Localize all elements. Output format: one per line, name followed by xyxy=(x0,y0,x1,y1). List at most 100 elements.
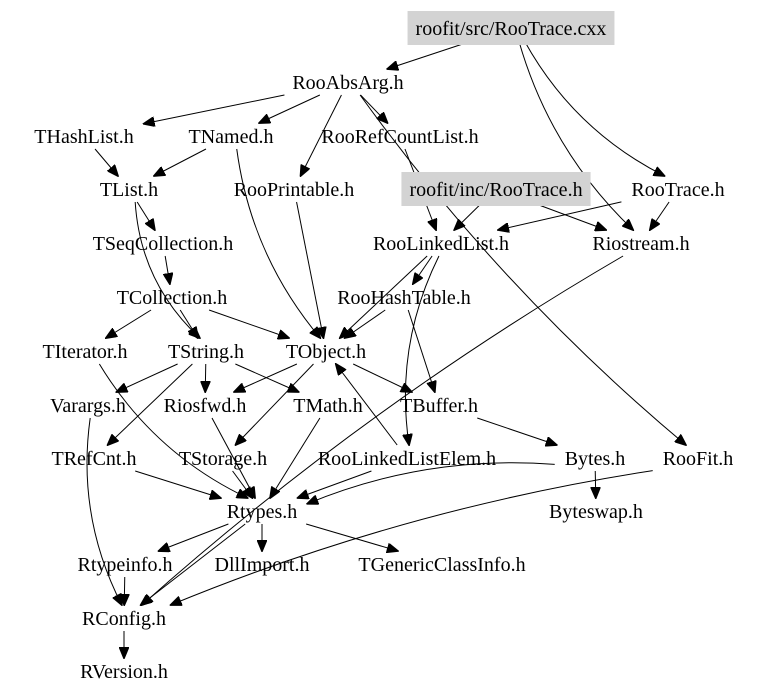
node-byteswap[interactable]: Byteswap.h xyxy=(549,501,643,523)
node-label: RooAbsArg.h xyxy=(292,72,403,94)
edge-roofit-to-rconfig xyxy=(171,470,653,605)
edge-rtypeinfo-to-rconfig xyxy=(124,576,125,605)
edge-tobject-to-riosfwd xyxy=(234,363,298,392)
node-label: roofit/src/RooTrace.cxx xyxy=(416,18,607,40)
edge-src-to-riostream xyxy=(518,40,633,230)
node-inc[interactable]: roofit/inc/RooTrace.h xyxy=(401,172,591,206)
node-label: TList.h xyxy=(100,179,158,201)
node-label: THashList.h xyxy=(34,126,133,148)
edge-roolinkedlistelem-to-rtypes xyxy=(298,470,372,498)
node-src[interactable]: roofit/src/RooTrace.cxx xyxy=(407,11,615,45)
edge-rtypes-to-rtypeinfo xyxy=(159,523,229,551)
edge-inc-to-roolinkedlist xyxy=(454,201,484,230)
node-tbuffer[interactable]: TBuffer.h xyxy=(400,395,478,417)
node-label: RooPrintable.h xyxy=(234,179,355,201)
edge-tmath-to-rtypes xyxy=(270,417,321,498)
node-label: RooLinkedListElem.h xyxy=(318,448,496,470)
node-bytes[interactable]: Bytes.h xyxy=(565,448,626,470)
node-varargs[interactable]: Varargs.h xyxy=(50,395,126,417)
node-label: Varargs.h xyxy=(50,395,126,417)
edge-rootraceh-to-riostream xyxy=(650,201,670,230)
node-roolinkedlist[interactable]: RooLinkedList.h xyxy=(373,233,509,255)
edge-tstorage-to-rtypes xyxy=(232,470,253,498)
node-label: RConfig.h xyxy=(82,608,166,630)
node-rversion[interactable]: RVersion.h xyxy=(80,661,168,683)
edge-tstring-to-varargs xyxy=(116,363,178,392)
node-label: RooTrace.h xyxy=(631,179,724,201)
node-tcollection[interactable]: TCollection.h xyxy=(117,287,228,309)
node-label: RooHashTable.h xyxy=(337,287,471,309)
edge-tcollection-to-tstring xyxy=(179,309,198,338)
node-label: TStorage.h xyxy=(179,448,267,470)
node-tgenericclassinfo[interactable]: TGenericClassInfo.h xyxy=(358,554,525,576)
edge-tcollection-to-titerator xyxy=(106,309,152,338)
edge-thashlist-to-tlist xyxy=(94,148,118,176)
edge-tcollection-to-tobject xyxy=(208,309,289,338)
edge-varargs-to-rconfig xyxy=(86,417,122,605)
edge-roolinkedlist-to-roohashtable xyxy=(413,255,433,284)
highlight-box xyxy=(407,11,615,45)
node-tstring[interactable]: TString.h xyxy=(168,341,244,363)
edge-trefcnt-to-rtypes xyxy=(135,470,221,498)
node-rooabsarg[interactable]: RooAbsArg.h xyxy=(292,72,403,94)
edge-rootraceh-to-roolinkedlist xyxy=(498,201,622,230)
node-tseqcollection[interactable]: TSeqCollection.h xyxy=(93,233,234,255)
node-rtypes[interactable]: Rtypes.h xyxy=(227,501,298,523)
edge-tnamed-to-tlist xyxy=(154,148,207,176)
edge-rooabsarg-to-tnamed xyxy=(259,94,321,123)
node-roolinkedlistelem[interactable]: RooLinkedListElem.h xyxy=(318,448,496,470)
node-label: DllImport.h xyxy=(215,554,310,576)
edge-tobject-to-tstorage xyxy=(236,363,314,445)
edge-tnamed-to-tobject xyxy=(236,148,321,338)
node-tstorage[interactable]: TStorage.h xyxy=(179,448,267,470)
node-label: RooRefCountList.h xyxy=(321,126,478,148)
node-label: TCollection.h xyxy=(117,287,228,309)
node-rootraceh[interactable]: RooTrace.h xyxy=(631,179,724,201)
edge-src-to-rootraceh xyxy=(524,40,664,176)
node-label: TBuffer.h xyxy=(400,395,478,417)
node-titerator[interactable]: TIterator.h xyxy=(43,341,128,363)
node-tlist[interactable]: TList.h xyxy=(100,179,158,201)
node-label: Riostream.h xyxy=(592,233,689,255)
edge-roolinkedlistelem-to-tobject xyxy=(336,364,398,446)
node-roofit[interactable]: RooFit.h xyxy=(663,448,734,470)
node-label: TObject.h xyxy=(286,341,366,363)
node-label: Byteswap.h xyxy=(549,501,643,523)
node-rconfig[interactable]: RConfig.h xyxy=(82,608,166,630)
node-tobject[interactable]: TObject.h xyxy=(286,341,366,363)
node-label: roofit/inc/RooTrace.h xyxy=(409,179,582,201)
edge-inc-to-riostream xyxy=(530,201,606,230)
edge-bytes-to-rtypes xyxy=(307,462,555,504)
edge-tstring-to-trefcnt xyxy=(108,363,193,445)
node-label: RooFit.h xyxy=(663,448,734,470)
node-trefcnt[interactable]: TRefCnt.h xyxy=(52,448,137,470)
edge-rooabsarg-to-roofit xyxy=(359,94,686,445)
edge-riostream-to-rconfig xyxy=(142,255,624,605)
edge-tlist-to-tstring xyxy=(134,201,200,338)
edge-roohashtable-to-tobject xyxy=(345,309,386,338)
edges-layer xyxy=(86,40,686,658)
node-dllimport[interactable]: DllImport.h xyxy=(215,554,310,576)
node-label: Riosfwd.h xyxy=(164,395,247,417)
node-riostream[interactable]: Riostream.h xyxy=(592,233,689,255)
node-tmath[interactable]: TMath.h xyxy=(293,395,362,417)
edge-tseqcollection-to-tcollection xyxy=(165,255,170,284)
node-rooprintable[interactable]: RooPrintable.h xyxy=(234,179,355,201)
node-label: Rtypes.h xyxy=(227,501,298,523)
node-thashlist[interactable]: THashList.h xyxy=(34,126,133,148)
node-label: RooLinkedList.h xyxy=(373,233,509,255)
edge-rooabsarg-to-rooprintable xyxy=(301,94,342,176)
node-label: TMath.h xyxy=(293,395,362,417)
node-label: TIterator.h xyxy=(43,341,128,363)
edge-rooprintable-to-tobject xyxy=(296,201,324,338)
node-tnamed[interactable]: TNamed.h xyxy=(189,126,274,148)
node-label: TGenericClassInfo.h xyxy=(358,554,525,576)
node-roohashtable[interactable]: RooHashTable.h xyxy=(337,287,471,309)
node-riosfwd[interactable]: Riosfwd.h xyxy=(164,395,247,417)
node-rtypeinfo[interactable]: Rtypeinfo.h xyxy=(78,554,173,576)
node-roorefcountlist[interactable]: RooRefCountList.h xyxy=(321,126,478,148)
edge-rtypes-to-rconfig xyxy=(141,523,246,605)
node-label: TRefCnt.h xyxy=(52,448,137,470)
edge-tlist-to-tseqcollection xyxy=(136,201,155,230)
